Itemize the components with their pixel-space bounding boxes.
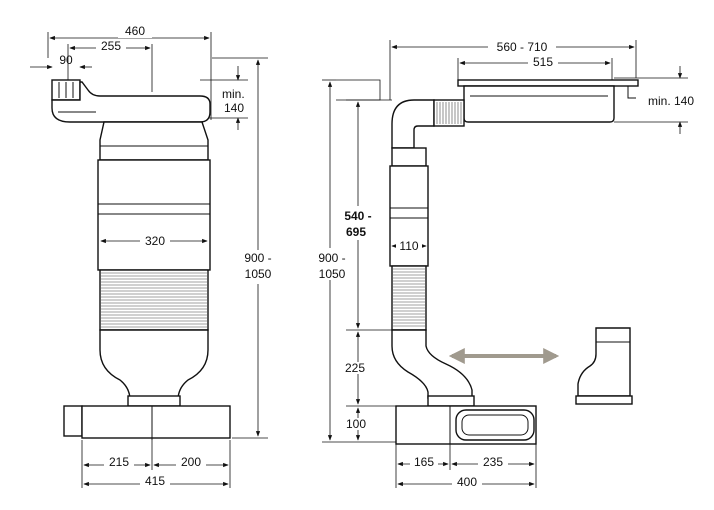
dim-base: 215 200 415 <box>81 440 231 488</box>
dim-min-clearance: min. 140 <box>200 66 248 130</box>
right-view: 560 - 710 515 min. 140 <box>312 40 694 489</box>
dim-base-left-label: 215 <box>109 455 129 469</box>
dim-span: 560 - 710 <box>389 40 637 100</box>
dim-pipe-right-label: 110 <box>399 239 418 253</box>
dim-height-right-label-a: 900 - <box>318 251 345 265</box>
elbow <box>391 99 465 149</box>
dim-body-width-label: 320 <box>145 234 165 248</box>
pipe-connector <box>51 79 211 123</box>
left-view: 460 255 90 min. 140 <box>30 24 276 488</box>
dim-base-height-label: 100 <box>346 417 366 431</box>
dim-lower-label: 225 <box>345 361 365 375</box>
dim-base-right: 165 235 400 <box>395 444 537 489</box>
dim-base-total-label: 415 <box>145 474 165 488</box>
dim-height-right-label-b: 1050 <box>319 267 346 281</box>
dim-column-label-a: 540 - <box>344 209 371 223</box>
adapter-piece <box>575 327 633 405</box>
flex-hose-right <box>391 265 427 331</box>
dim-pipe-right: 110 <box>391 239 427 253</box>
flex-hose <box>99 269 209 331</box>
dim-span-label: 560 - 710 <box>497 40 548 54</box>
dim-height-label-b: 1050 <box>245 267 272 281</box>
dim-height: 900 - 1050 <box>212 57 276 439</box>
s-bend <box>391 329 473 399</box>
dim-base-right-right-label: 235 <box>483 455 503 469</box>
top-cap <box>99 121 209 161</box>
dim-hood: 515 <box>457 55 613 80</box>
dim-body-width: 320 <box>100 234 208 248</box>
dim-offset: 255 <box>67 39 153 92</box>
ceiling-marker <box>336 79 381 101</box>
dim-base-right-left-label: 165 <box>414 455 434 469</box>
dim-offset-label: 255 <box>101 39 121 53</box>
dim-min-label-b: 140 <box>224 101 244 115</box>
dim-total-width: 460 <box>47 24 212 120</box>
dim-base-right-label: 200 <box>181 455 201 469</box>
dim-total-width-label: 460 <box>125 24 145 38</box>
column-top <box>391 147 427 167</box>
base-box <box>63 405 231 440</box>
hood <box>457 79 639 123</box>
dim-pipe: 90 <box>30 53 92 70</box>
dim-min-right-label: min. 140 <box>648 94 694 108</box>
lower-funnel <box>99 329 209 401</box>
dim-height-label-a: 900 - <box>244 251 271 265</box>
dim-min-label-a: min. <box>222 87 245 101</box>
base-box-right <box>395 405 537 445</box>
main-body <box>97 159 211 271</box>
dim-lower: 225 100 <box>342 331 396 441</box>
dim-column: 540 - 695 <box>338 99 392 331</box>
dim-min-right: min. 140 <box>614 66 694 134</box>
dim-column-label-b: 695 <box>346 225 366 239</box>
dim-pipe-label: 90 <box>59 53 73 67</box>
dim-height-right: 900 - 1050 <box>312 79 396 443</box>
dim-base-right-total-label: 400 <box>457 475 477 489</box>
dim-hood-label: 515 <box>533 55 553 69</box>
